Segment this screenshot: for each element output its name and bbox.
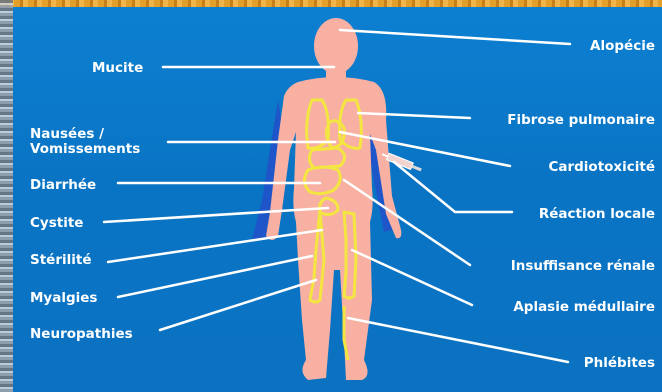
label-fibrose-pulmonaire: Fibrose pulmonaire — [507, 112, 655, 128]
label-reaction-locale: Réaction locale — [539, 206, 655, 222]
label-mucite: Mucite — [92, 60, 143, 76]
label-vomissements: Vomissements — [30, 141, 140, 157]
label-phlebites: Phlébites — [584, 355, 655, 371]
label-alopecie: Alopécie — [590, 38, 655, 54]
label-insuffisance-renale: Insuffisance rénale — [511, 258, 655, 274]
label-cardiotoxicite: Cardiotoxicité — [548, 159, 655, 175]
left-labels: Mucite Nausées / Vomissements Diarrhée C… — [30, 60, 143, 342]
label-nausees: Nausées / — [30, 126, 104, 142]
label-diarrhee: Diarrhée — [30, 177, 96, 193]
label-neuropathies: Neuropathies — [30, 326, 133, 342]
label-aplasie-medullaire: Aplasie médullaire — [513, 299, 655, 315]
right-labels: Alopécie Fibrose pulmonaire Cardiotoxici… — [507, 38, 655, 371]
label-sterilite: Stérilité — [30, 252, 91, 268]
label-cystite: Cystite — [30, 215, 83, 231]
label-myalgies: Myalgies — [30, 290, 97, 306]
